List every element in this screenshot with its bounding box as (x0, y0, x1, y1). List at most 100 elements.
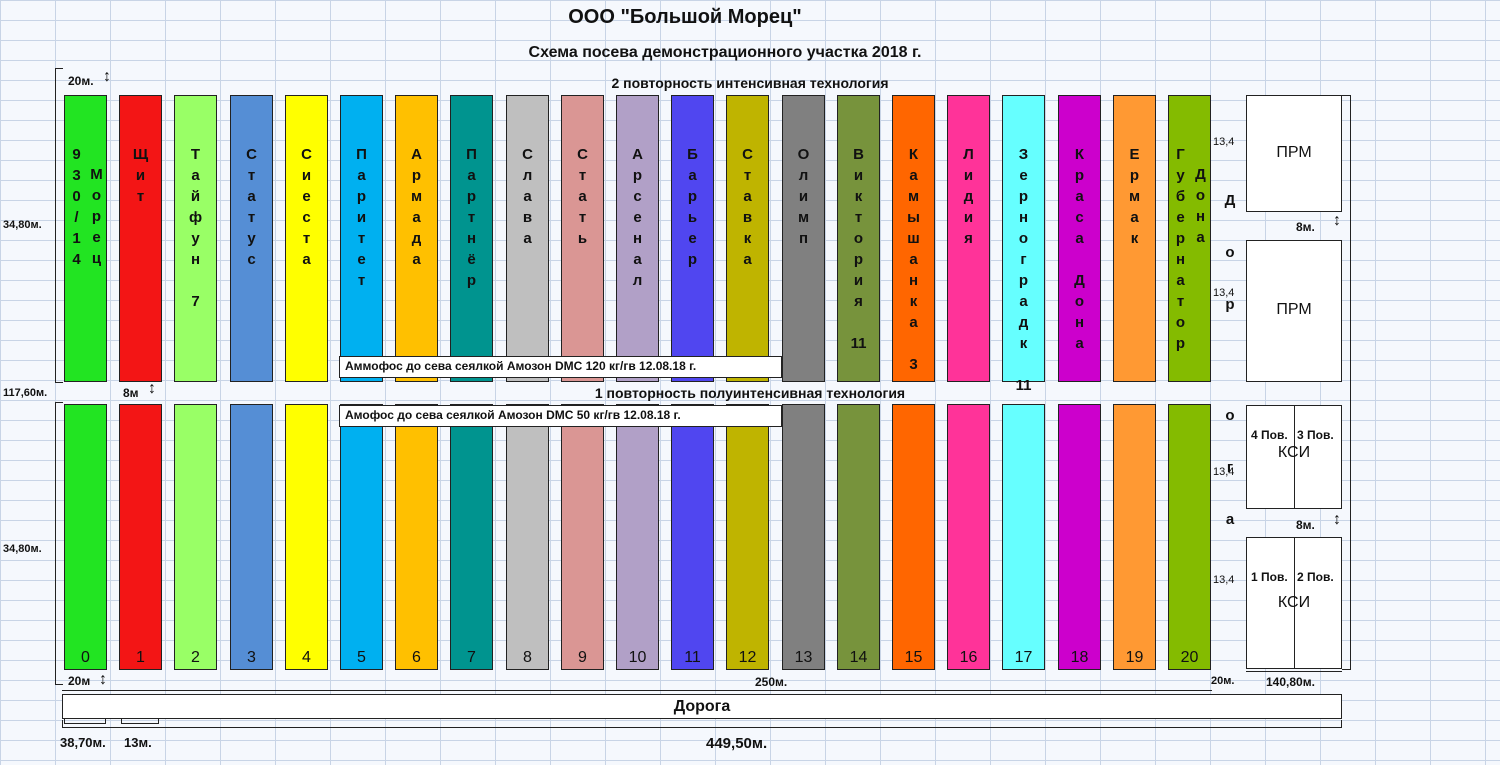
strip0-width-brace (64, 718, 106, 724)
strip-number: 20 (1180, 649, 1199, 666)
strip-bottom-1: 1 (119, 404, 162, 670)
strip-top-18: К р а с а Д о н а (1058, 95, 1101, 382)
variety-name: Г у б е р н а т о р (1175, 146, 1186, 352)
ksi-label-2: КСИ (1277, 594, 1311, 611)
strip-top-8: С л а в а (506, 95, 549, 382)
strip-top-3: С т а т у с (230, 95, 273, 382)
arrow-top-gap: ↕ (103, 68, 111, 85)
variety-name: Т а й ф у н 7 (188, 146, 203, 310)
dim-strip1-width: 13м. (124, 735, 152, 750)
strip1-width-brace (121, 718, 159, 724)
left-bracket-top-cap-2 (55, 382, 63, 383)
ksi-box-2-pov1: 1 Пов. (1251, 570, 1288, 584)
dim-box-height-2: 13,4 (1213, 287, 1235, 299)
strip-bottom-17: 17 (1002, 404, 1045, 670)
strip-top-2: Т а й ф у н 7 (174, 95, 217, 382)
strip-bottom-15: 15 (892, 404, 935, 670)
left-bracket-bottom-cap-2 (55, 684, 63, 685)
strip-top-10: А р с е н а л (616, 95, 659, 382)
variety-name: О л и м п (797, 146, 810, 247)
ksi-box-2: 1 Пов. 2 Пов. КСИ (1246, 537, 1342, 669)
road: Дорога (62, 694, 1342, 719)
strip-number: 18 (1070, 649, 1089, 666)
left-bracket-bottom-cap-1 (55, 402, 63, 403)
variety-name: П а р т н ё р (466, 146, 477, 289)
right-bracket-cap-top (1342, 95, 1350, 96)
dim-top-gap: 20м. (68, 74, 94, 88)
fertilizer-note-top: Аммофос до сева сеялкой Амозон DMC 120 к… (339, 356, 782, 378)
right-bracket (1350, 95, 1351, 670)
dim-right-width: 140,80м. (1266, 675, 1315, 689)
dim-total-height: 117,60м. (3, 387, 48, 399)
strip-bottom-8: 8 (506, 404, 549, 670)
ksi-box-1: 4 Пов. 3 Пов. КСИ (1246, 405, 1342, 509)
ksi-box-2-pov2: 2 Пов. (1297, 570, 1334, 584)
dim-box-gap-1: 8м. (1296, 220, 1315, 234)
strip-number: 13 (794, 649, 813, 666)
strip-number: 11 (684, 649, 701, 666)
dim-mid-gap: 8м (123, 386, 139, 400)
strip-number: 15 (904, 649, 923, 666)
prm-label-2: ПРМ (1276, 301, 1312, 318)
strip-top-5: П а р и т е т (340, 95, 383, 382)
strip-bottom-0: 0 (64, 404, 107, 670)
variety-name-2: М о р е ц (90, 166, 103, 267)
variety-name: С т а т у с (246, 146, 257, 268)
strip-number: 10 (628, 649, 647, 666)
variety-name-2: Д о н а (1195, 166, 1206, 246)
strip-number: 3 (247, 649, 256, 666)
variety-name: К а м ы ш а н к а 3 (907, 146, 920, 373)
strip-bottom-4: 4 (285, 404, 328, 670)
ksi-label-1: КСИ (1277, 444, 1311, 461)
right-width-line (1246, 671, 1342, 672)
variety-name: Щ и т (132, 146, 149, 205)
strip-top-1: Щ и т (119, 95, 162, 382)
strip-bottom-19: 19 (1113, 404, 1156, 670)
ksi-box-1-pov3: 3 Пов. (1297, 428, 1334, 442)
strip-bottom-7: 7 (450, 404, 493, 670)
variety-name: С л а в а (522, 146, 533, 247)
repetition-1-title: 1 повторность полуинтенсивная технология (594, 385, 906, 401)
strip-top-15: К а м ы ш а н к а 3 (892, 95, 935, 382)
strip-bottom-3: 3 (230, 404, 273, 670)
strip-bottom-18: 18 (1058, 404, 1101, 670)
strip-top-16: Л и д и я (947, 95, 990, 382)
strip-bottom-14: 14 (837, 404, 880, 670)
ksi-box-1-divider (1294, 406, 1295, 508)
strip-bottom-6: 6 (395, 404, 438, 670)
strip-bottom-12: 12 (726, 404, 769, 670)
arrow-box-gap-2: ↕ (1333, 511, 1341, 528)
dim-right-gap: 20м. (1211, 675, 1235, 687)
variety-name: Е р м а к (1128, 146, 1141, 247)
left-bracket-bottom (55, 402, 56, 684)
company-title: ООО "Большой Морец" (568, 6, 802, 28)
variety-name: А р м а д а (410, 146, 423, 268)
dim-box-height-4: 13,4 (1213, 574, 1235, 586)
variety-name: 9 3 0 / 1 4 (72, 146, 81, 268)
prm-box-2: ПРМ (1246, 240, 1342, 382)
strip-number: 2 (191, 649, 200, 666)
strip-number: 4 (302, 649, 311, 666)
strip-number: 1 (136, 649, 145, 666)
strip-top-9: С т а т ь (561, 95, 604, 382)
road-label-vertical-top: Д о р (1224, 192, 1236, 313)
variety-name: С т а в к а (742, 146, 753, 268)
dim-field-height-bottom: 34,80м. (3, 543, 42, 555)
variety-name: Б а р ь е р (687, 146, 698, 268)
strip-bottom-11: 11 (671, 404, 714, 670)
ksi-box-1-pov4: 4 Пов. (1251, 428, 1288, 442)
strip-top-13: О л и м п (782, 95, 825, 382)
strip-top-14: В и к т о р и я 11 (837, 95, 880, 382)
strip-number: 12 (738, 649, 757, 666)
strip-number: 17 (1014, 649, 1033, 666)
arrow-box-gap-1: ↕ (1333, 212, 1341, 229)
variety-name: Л и д и я (963, 146, 974, 247)
dim-box-height-3: 13,4 (1213, 466, 1235, 478)
dim-bottom-gap: 20м (68, 674, 91, 688)
arrow-bottom-gap: ↕ (99, 671, 107, 688)
variety-name: А р с е н а л (632, 146, 643, 289)
dim-total-length: 449,50м. (706, 735, 768, 752)
road-label-vertical-bottom: о г а (1225, 407, 1235, 528)
dim-box-height-1: 13,4 (1213, 136, 1235, 148)
dim-field-length: 250м. (755, 675, 788, 689)
